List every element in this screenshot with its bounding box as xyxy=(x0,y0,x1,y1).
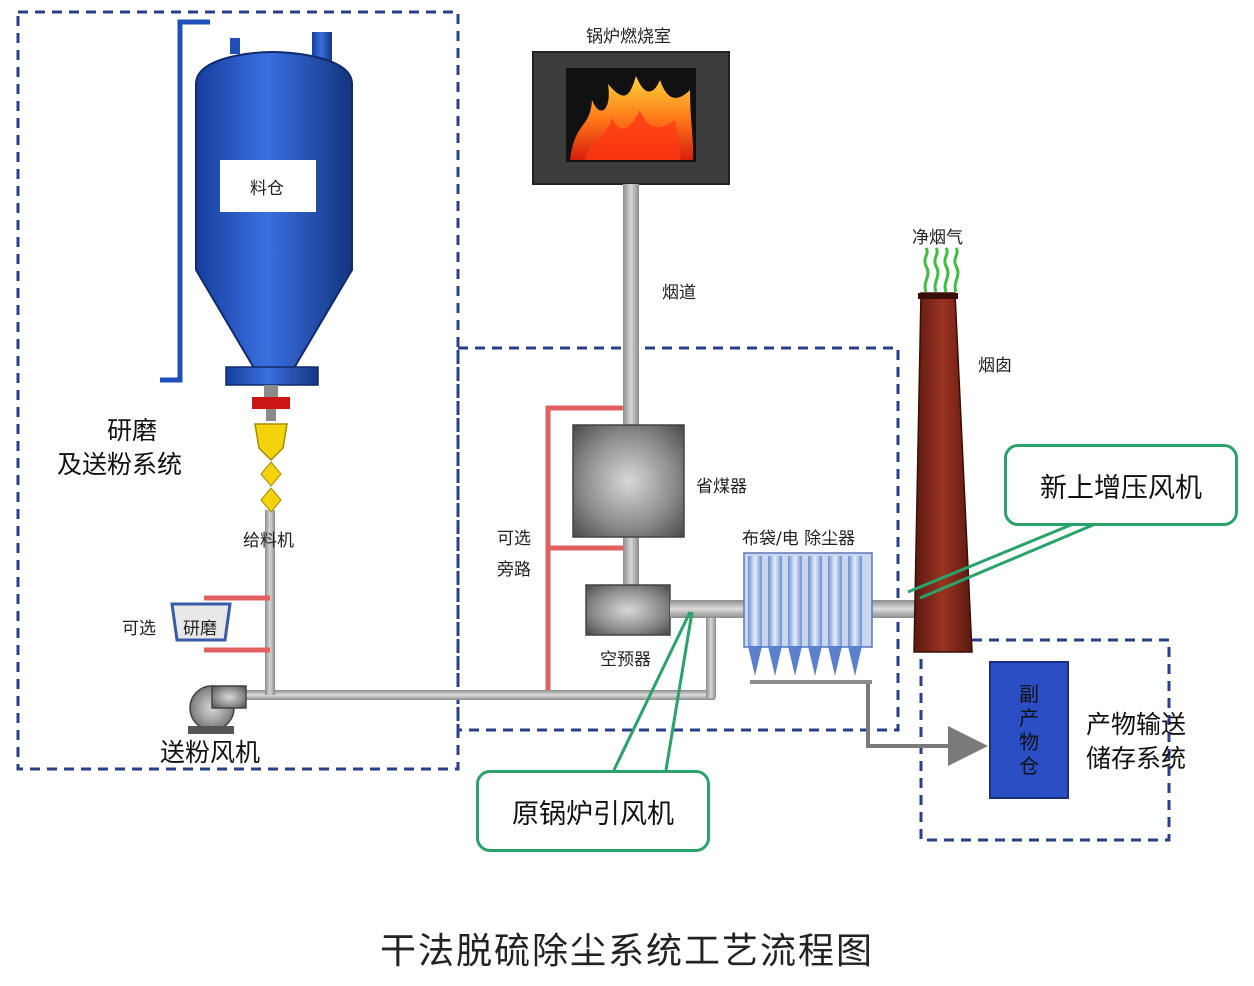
bag-filter xyxy=(743,552,873,676)
feeder xyxy=(254,423,288,513)
callout-leaders xyxy=(612,520,1101,771)
desulfurization-boundary xyxy=(456,346,900,732)
feeder-pipe xyxy=(265,510,275,695)
air-preheater-label: 空预器 xyxy=(600,650,651,670)
filter-tube xyxy=(828,556,842,646)
byproduct-silo-label: 副 产 物 仓 xyxy=(990,662,1068,798)
economizer-label: 省煤器 xyxy=(696,477,747,497)
grinder-bypass-line xyxy=(204,595,270,653)
filter-hopper xyxy=(748,646,762,676)
filter-label: 布袋/电 除尘器 xyxy=(742,529,856,549)
product-system-boundary xyxy=(919,638,1171,842)
feeder-label: 给料机 xyxy=(243,531,294,551)
filter-tube xyxy=(788,556,802,646)
grinder-label: 研磨 xyxy=(183,619,217,639)
byproduct-char-4: 仓 xyxy=(1019,754,1039,778)
system-boundaries xyxy=(16,10,1171,842)
byproduct-char-3: 物 xyxy=(1019,730,1039,754)
flue-pipe xyxy=(623,184,639,608)
silo-label: 料仓 xyxy=(250,179,284,199)
bypass-label-1: 可选 xyxy=(497,529,531,549)
filter-tube xyxy=(808,556,822,646)
boiler-furnace xyxy=(532,51,730,185)
powder-fan-icon xyxy=(188,685,247,734)
clean-gas-icon xyxy=(923,247,960,293)
filter-tube xyxy=(768,556,782,646)
duct-to-chimney xyxy=(872,600,916,618)
grinder-box xyxy=(170,602,232,642)
filter-hopper xyxy=(788,646,802,676)
chimney-label: 烟囱 xyxy=(978,356,1012,376)
filter-tube xyxy=(748,556,762,646)
byproduct-char-1: 副 xyxy=(1019,682,1039,706)
byproduct-char-2: 产 xyxy=(1019,706,1039,730)
byproduct-silo-box xyxy=(989,661,1069,799)
filter-hopper xyxy=(828,646,842,676)
filter-hopper xyxy=(808,646,822,676)
bypass-label-2: 旁路 xyxy=(497,560,531,580)
boiler-label: 锅炉燃烧室 xyxy=(586,27,671,47)
powder-fan-label: 送粉风机 xyxy=(160,738,261,767)
bypass-line xyxy=(545,405,623,694)
powder-pipe-riser xyxy=(706,618,716,698)
filter-hopper xyxy=(848,646,862,676)
flue-label: 烟道 xyxy=(662,283,696,303)
silo xyxy=(160,19,353,421)
product-system-label-1: 产物输送 xyxy=(1086,710,1187,739)
filter-hopper xyxy=(768,646,782,676)
diagram-title: 干法脱硫除尘系统工艺流程图 xyxy=(379,931,874,972)
filter-to-silo-arrow xyxy=(866,680,988,766)
chimney xyxy=(913,292,973,653)
callout-original-id-fan: 原锅炉引风机 xyxy=(476,770,710,852)
callout-new-booster-fan: 新上增压风机 xyxy=(1004,444,1238,526)
powder-pipe-main xyxy=(240,690,715,700)
optional-label: 可选 xyxy=(122,619,156,639)
grinding-system-label-1: 研磨 xyxy=(107,416,158,445)
grinding-system-label-2: 及送粉系统 xyxy=(57,450,183,479)
economizer-box xyxy=(572,424,685,538)
duct-to-filter xyxy=(670,600,744,618)
product-system-label-2: 储存系统 xyxy=(1086,744,1187,773)
filter-tube xyxy=(848,556,862,646)
air-preheater-box xyxy=(585,584,671,636)
clean-gas-label: 净烟气 xyxy=(912,228,963,248)
silo-return-pipe xyxy=(160,19,210,383)
